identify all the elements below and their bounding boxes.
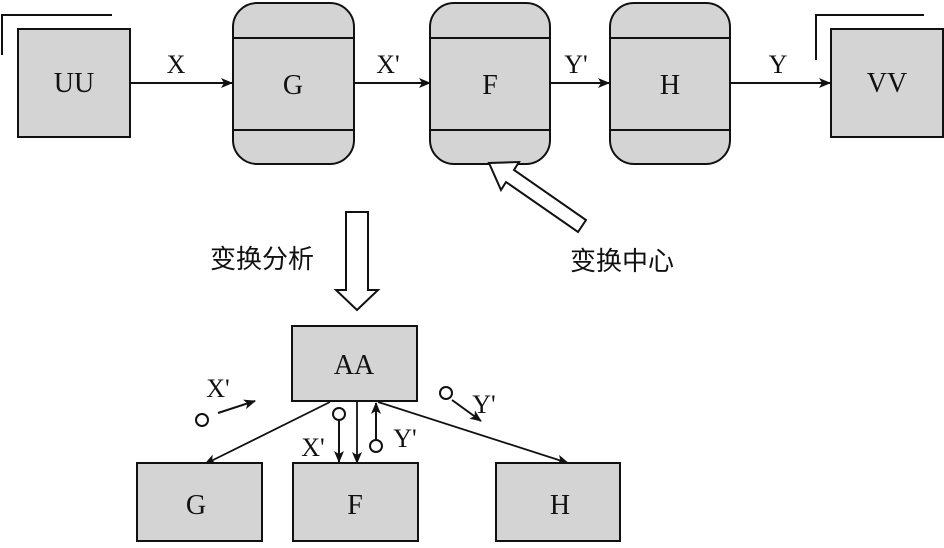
sink-node-vv: VV — [815, 14, 944, 138]
transform-center-label: 变换中心 — [570, 247, 674, 277]
edge-label-y: Y — [769, 50, 788, 79]
process-g-label: G — [283, 70, 303, 101]
call-aa-g — [204, 401, 331, 465]
source-bracket — [1, 14, 112, 55]
process-h-label: H — [660, 70, 680, 101]
data-couple-x-prime-down-circle — [332, 407, 346, 421]
data-couple-y-prime-right-arrow — [451, 399, 482, 422]
process-node-f: F — [429, 2, 551, 165]
data-couple-x-prime-down-label: X' — [301, 433, 324, 462]
module-g-label: G — [186, 490, 206, 521]
module-h-label: H — [550, 490, 570, 521]
module-h-box — [495, 462, 621, 542]
data-couple-y-prime-up: Y' — [369, 402, 417, 453]
sink-box — [830, 28, 944, 138]
transform-analysis-arrow-shape — [333, 211, 381, 312]
data-couple-x-prime-left-circle — [195, 413, 209, 427]
transform-analysis-label: 变换分析 — [210, 245, 314, 275]
edge-label-x-prime: X' — [376, 50, 399, 79]
transform-analysis-arrow — [333, 211, 381, 312]
call-aa-h — [377, 401, 569, 465]
sink-label: VV — [867, 68, 907, 99]
module-f: F — [292, 462, 419, 542]
module-f-box — [292, 462, 419, 542]
module-aa: AA — [291, 325, 418, 402]
data-couple-y-prime-right-label: Y' — [472, 390, 495, 419]
module-aa-box — [291, 325, 418, 402]
module-aa-label: AA — [334, 350, 375, 381]
source-label: UU — [54, 68, 94, 99]
sink-bracket — [815, 14, 924, 60]
transform-center-arrow-shape — [487, 160, 588, 234]
data-couple-y-prime-up-label: Y' — [393, 424, 416, 453]
process-node-g: G — [232, 2, 355, 165]
data-couple-y-prime-right-circle — [439, 386, 453, 400]
transform-center-arrow — [487, 160, 588, 234]
module-f-label: F — [347, 490, 363, 521]
source-node-uu: UU — [1, 14, 131, 138]
data-couple-x-prime-left: X' — [195, 374, 256, 427]
process-f-label: F — [482, 70, 498, 101]
data-couple-x-prime-left-label: X' — [206, 374, 229, 403]
edge-label-x: X — [167, 50, 186, 79]
edge-label-y-prime: Y' — [564, 50, 587, 79]
module-h: H — [495, 462, 621, 542]
module-g: G — [136, 462, 263, 542]
process-node-h: H — [609, 2, 731, 165]
module-g-box — [136, 462, 263, 542]
data-couple-x-prime-down: X' — [301, 407, 346, 463]
data-couple-y-prime-right: Y' — [439, 386, 496, 422]
data-couple-y-prime-up-circle — [369, 439, 383, 453]
data-couple-x-prime-left-arrow — [217, 399, 256, 414]
